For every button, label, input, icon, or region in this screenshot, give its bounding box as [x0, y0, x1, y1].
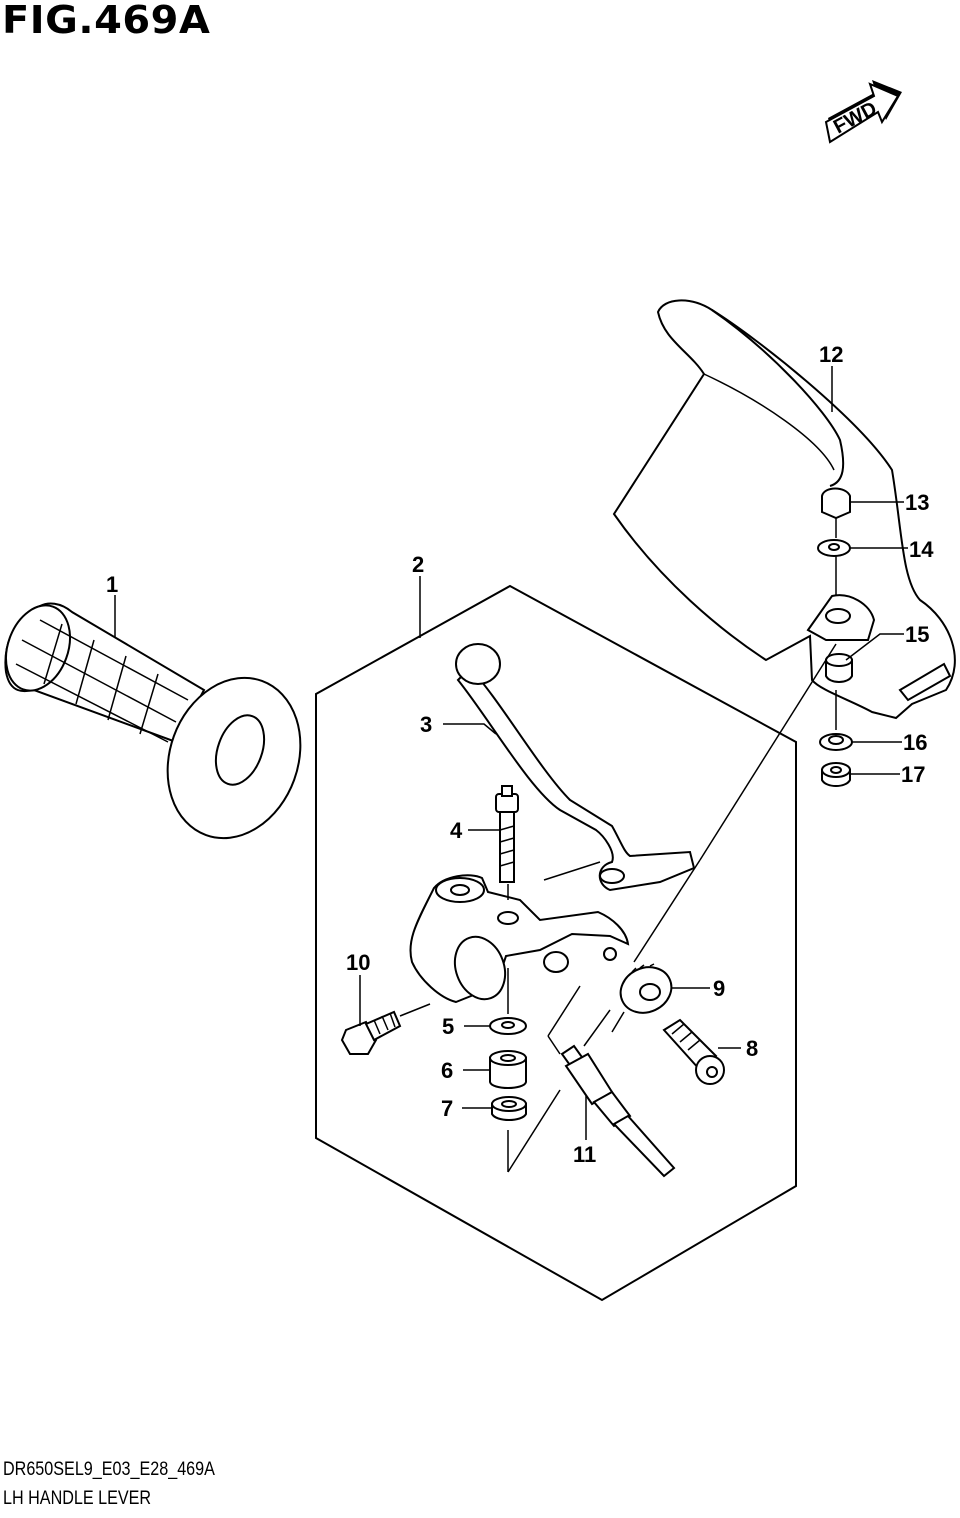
pivot-bolt-icon: [495, 785, 519, 883]
callout-15: 15: [905, 622, 929, 647]
fwd-arrow-icon: FWD: [824, 80, 902, 144]
washer-icon: [819, 733, 853, 751]
callout-14: 14: [909, 537, 934, 562]
handle-grip-icon: [4, 602, 302, 840]
switch-cable-icon: [560, 1044, 676, 1178]
callout-2: 2: [412, 552, 424, 577]
leader-lines: [114, 366, 908, 1140]
callout-3: 3: [420, 712, 432, 737]
diagram-name: LH HANDLE LEVER: [3, 1488, 152, 1509]
callout-1: 1: [106, 572, 118, 597]
cushion-icon: [825, 653, 853, 683]
callout-11: 11: [573, 1142, 596, 1167]
clamp-bolt-icon: [340, 1010, 402, 1055]
cap-nut-icon: [821, 487, 851, 520]
callout-labels: 1 2 3 4 5 6 7 8 9 10 11 12 13 14 15 16 1…: [106, 342, 934, 1167]
washer-icon: [817, 539, 851, 557]
diagram-code: DR650SEL9_E03_E28_469A: [3, 1459, 215, 1480]
callout-9: 9: [713, 976, 725, 1001]
figure-title: FIG.469A: [2, 0, 211, 42]
nut-icon: [491, 1096, 527, 1121]
nut-icon: [821, 762, 851, 787]
spacer-icon: [489, 1050, 527, 1089]
callout-17: 17: [901, 762, 925, 787]
washer-icon: [489, 1017, 527, 1035]
assembly-centerlines: [399, 518, 837, 1173]
lever-holder-icon: [409, 874, 630, 1004]
adjuster-nut-icon: [619, 963, 673, 1014]
callout-6: 6: [441, 1058, 453, 1083]
clutch-lever-icon: [455, 643, 696, 892]
callout-13: 13: [905, 490, 929, 515]
callout-10: 10: [346, 950, 370, 975]
callout-4: 4: [450, 818, 463, 843]
callout-5: 5: [442, 1014, 454, 1039]
callout-7: 7: [441, 1096, 453, 1121]
knuckle-cover-icon: [612, 299, 956, 720]
callout-16: 16: [903, 730, 927, 755]
callout-12: 12: [819, 342, 843, 367]
callout-8: 8: [746, 1036, 758, 1061]
cable-adjuster-icon: [662, 1018, 725, 1085]
assembly-outline: [315, 584, 797, 1302]
